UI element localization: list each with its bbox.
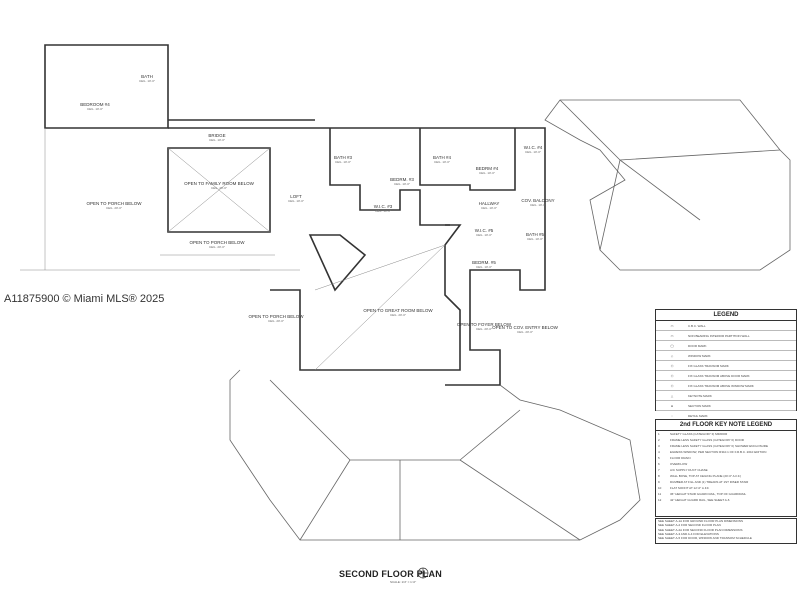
legend-item: ▭C.B.C. WALL	[656, 321, 796, 331]
sheet-references: SEE SHEET A-1A FOR GROUND FLOOR PLAN DIM…	[655, 518, 797, 544]
legend-item: ⊖SECTION MARK	[656, 401, 796, 411]
drawing-scale: SCALE: 1/4" = 1'-0"	[390, 580, 417, 584]
legend-item: ⬡FIX GLASS TRANSOM ABOVE DOOR MARK	[656, 371, 796, 381]
legend-item: ⬡FIX GLASS TRANSOM ABOVE WINDOW MARK	[656, 381, 796, 391]
keynote-legend-title: 2nd FLOOR KEY NOTE LEGEND	[656, 420, 796, 431]
sheet-reference: SEE SHEET A-5 FOR DOOR, WINDOW AND TRANS…	[658, 536, 752, 541]
sheet-reference: SEE SHEET A-3 AND A-4 FOR ELEVATIONS	[658, 531, 719, 536]
drawing-title: SECOND FLOOR PLAN	[339, 569, 442, 579]
legend-item: △KEYNOTE MARK	[656, 391, 796, 401]
legend-item: ⬡FIX GLASS TRANSOM MARK	[656, 361, 796, 371]
legend-box: LEGEND ▭C.B.C. WALL ▭NON BEARING INTERIO…	[655, 309, 797, 418]
watermark: A11875900 © Miami MLS® 2025	[4, 293, 165, 305]
legend-item: ▭NON BEARING INTERIOR PARTITION WALL	[656, 331, 796, 341]
legend-item: ◯DOOR MARK	[656, 341, 796, 351]
roof-outline	[229, 99, 791, 541]
legend-title: LEGEND	[656, 310, 796, 321]
legend-item: ◇WINDOW MARK	[656, 351, 796, 361]
scale-target-icon	[417, 567, 429, 579]
sheet-reference: SEE SHEET A-2A FOR SECOND FLOOR PLAN DIM…	[658, 527, 743, 532]
walls	[44, 44, 546, 386]
ceiling-lines	[20, 128, 446, 371]
legend-item: ◌DETAIL MARK	[671, 413, 708, 418]
sheet-reference: SEE SHEET A-1A FOR GROUND FLOOR PLAN DIM…	[658, 519, 743, 523]
sheet-reference: SEE SHEET A-2 FOR SECOND FLOOR PLAN	[658, 523, 721, 528]
